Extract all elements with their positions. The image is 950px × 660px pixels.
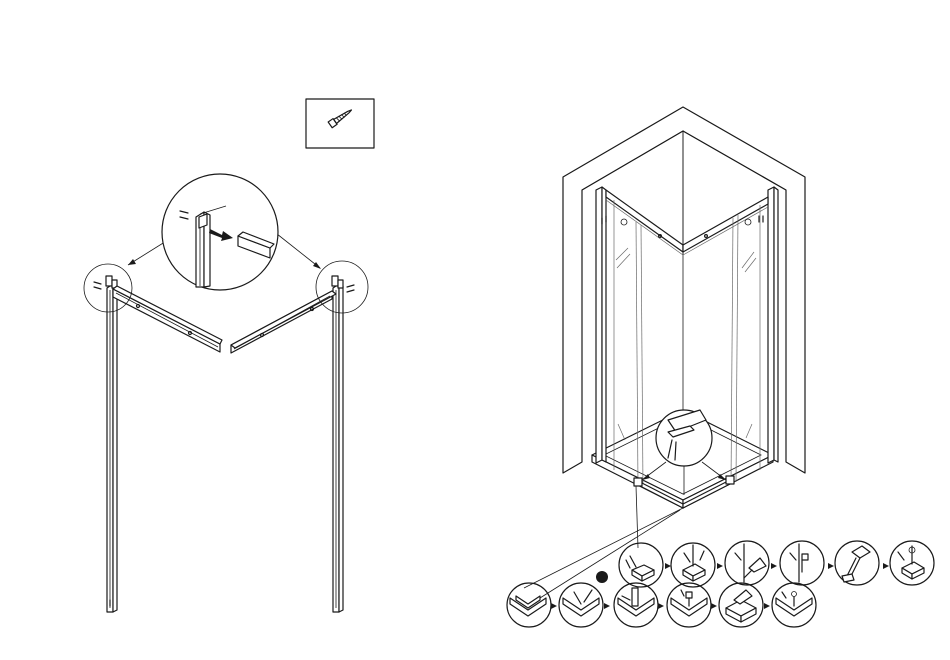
arrow-top-2 (717, 563, 723, 569)
step-top-5 (835, 541, 879, 585)
step-bottom-2 (559, 583, 603, 627)
step-top-2 (671, 543, 715, 587)
left-profile (106, 276, 117, 612)
step-bottom-1 (507, 583, 551, 627)
step-bottom-4 (667, 583, 711, 627)
step-bottom-5 (719, 583, 763, 627)
step-top-6 (890, 541, 934, 585)
step-bottom-3 (614, 583, 658, 627)
arrow-bottom-3 (658, 603, 664, 609)
arrow-top-5 (883, 563, 889, 569)
right-profile (332, 276, 343, 612)
arrow-top-3 (771, 563, 777, 569)
double-line-mark-right (347, 285, 354, 292)
arrow-bottom-1 (551, 603, 557, 609)
step-indicator-dot (596, 571, 608, 583)
step-bottom-6 (772, 583, 816, 627)
arrow-top-4 (828, 563, 834, 569)
step-top-4 (780, 541, 824, 585)
screw-icon (328, 107, 353, 128)
top-rail-left (113, 286, 222, 352)
top-rail-right (231, 291, 336, 353)
arrow-bottom-2 (604, 603, 610, 609)
double-line-mark-left (94, 282, 101, 289)
step-top-3 (725, 541, 769, 585)
arrow-bottom-4 (711, 603, 717, 609)
arrow-top-1 (665, 563, 671, 569)
arrow-bottom-5 (764, 603, 770, 609)
step-top-1 (619, 543, 663, 587)
screw-callout (306, 99, 374, 148)
left-assembly-panel (84, 99, 374, 612)
steps-top-row (619, 541, 934, 587)
rail-insertion-magnifier (162, 174, 278, 290)
right-assembly-panel (507, 107, 934, 627)
